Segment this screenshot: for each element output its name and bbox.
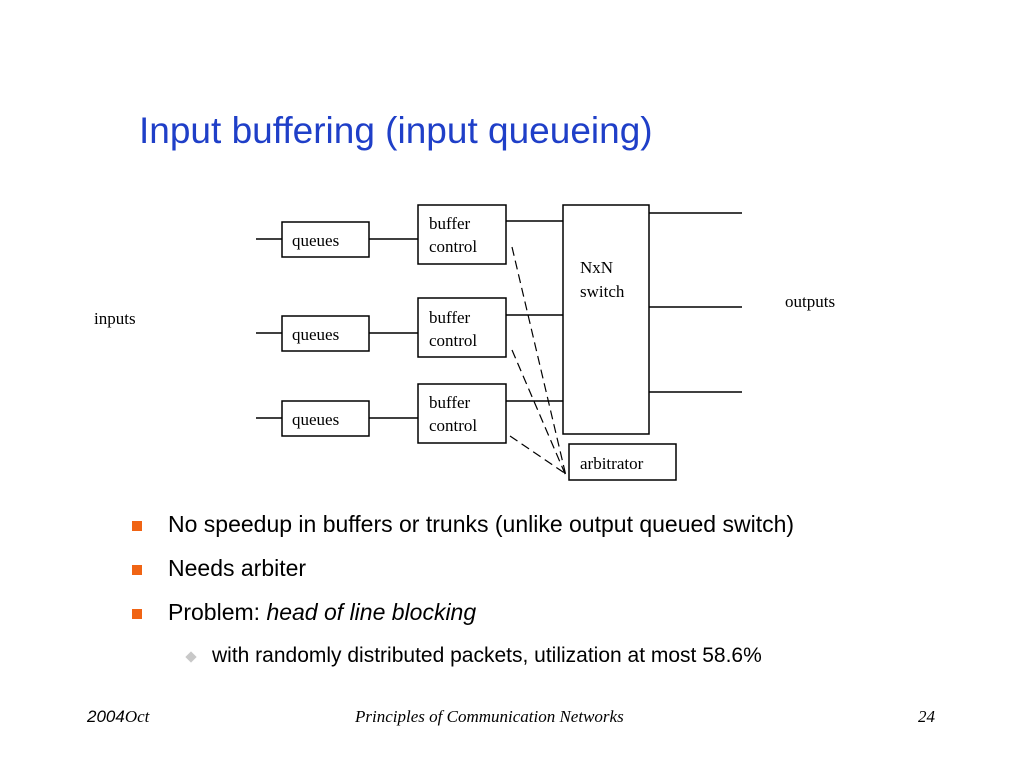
queue-box	[281, 400, 370, 437]
footer-month: Oct	[124, 707, 150, 726]
bullet-square-icon	[132, 521, 142, 531]
footer-course: Principles of Communication Networks	[355, 707, 624, 726]
control-label: control	[429, 331, 477, 350]
buffer-label: buffer	[429, 308, 471, 327]
footer-page-number: 24	[918, 707, 935, 726]
buffer-control-box	[417, 204, 507, 265]
switch-label-line2: switch	[580, 282, 625, 301]
queue-box	[281, 315, 370, 352]
buffer-label: buffer	[429, 214, 471, 233]
footer-year: 2004	[87, 707, 125, 726]
inputs-label: inputs	[94, 309, 136, 328]
bullet-item: Problem: head of line blocking	[168, 599, 476, 626]
bullet-item: No speedup in buffers or trunks (unlike …	[168, 511, 795, 537]
bullet-item: Needs arbiter	[168, 555, 307, 581]
queue-label: queues	[292, 325, 339, 344]
nxn-switch-box	[562, 204, 650, 435]
control-dashed-line	[509, 435, 567, 475]
switch-label-line1: NxN	[580, 258, 613, 277]
control-dashed-line	[511, 349, 567, 477]
queue-label: queues	[292, 231, 339, 250]
slide-title: Input buffering (input queueing)	[139, 110, 653, 151]
queue-box	[281, 221, 370, 258]
bullet-prefix: Problem:	[168, 599, 267, 625]
bullet-square-icon	[132, 565, 142, 575]
arbitrator-label: arbitrator	[580, 454, 644, 473]
control-label: control	[429, 416, 477, 435]
footer-date: 2004Oct	[87, 707, 149, 727]
outputs-label: outputs	[785, 292, 835, 311]
control-dashed-line	[511, 246, 567, 477]
buffer-control-box	[417, 383, 507, 444]
arbitrator-box	[568, 443, 677, 481]
bullet-square-icon	[132, 609, 142, 619]
queue-label: queues	[292, 410, 339, 429]
buffer-label: buffer	[429, 393, 471, 412]
sub-bullet-item: with randomly distributed packets, utili…	[212, 644, 762, 667]
control-label: control	[429, 237, 477, 256]
buffer-control-box	[417, 297, 507, 358]
bullet-emphasis: head of line blocking	[266, 599, 477, 625]
